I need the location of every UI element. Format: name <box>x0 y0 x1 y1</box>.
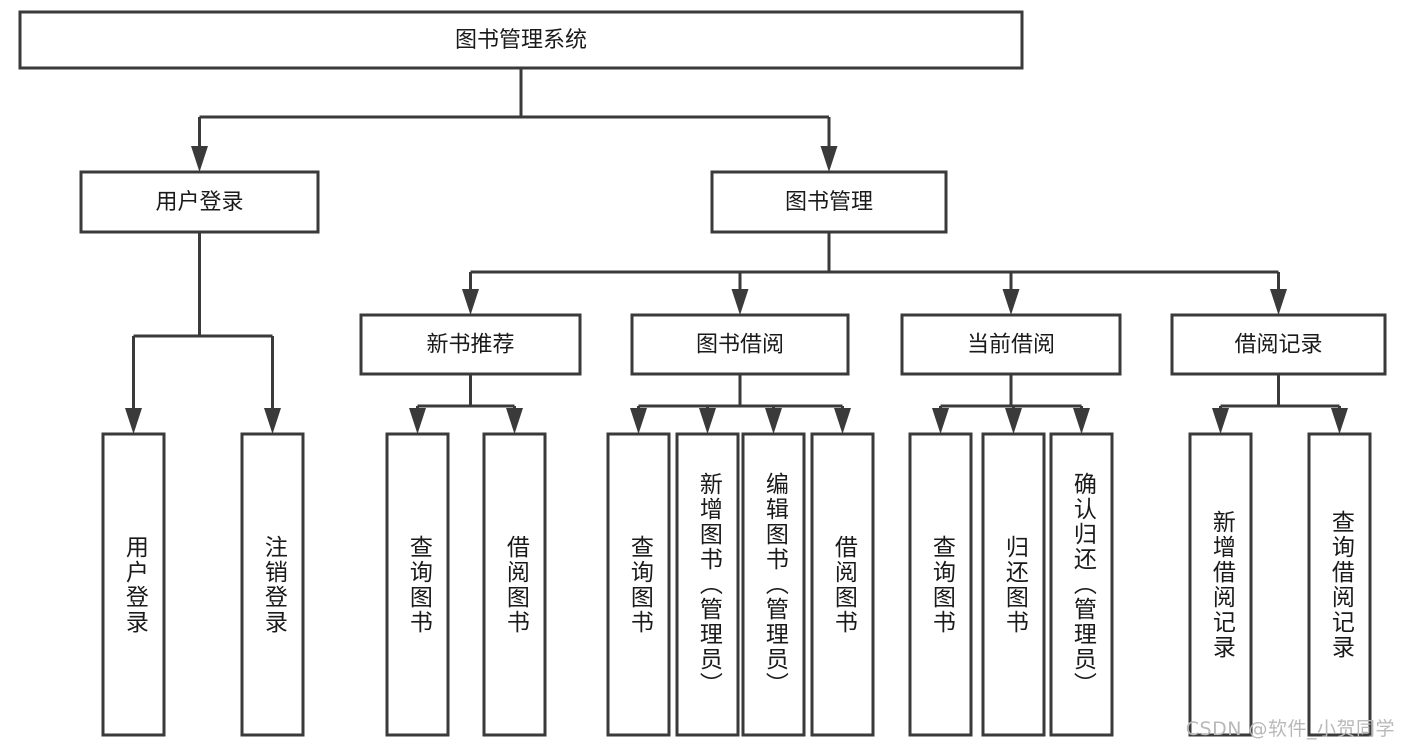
node-label-current-borrow: 当前借阅 <box>967 333 1055 358</box>
node-box-current-borrow[interactable] <box>900 313 1122 376</box>
watermark-text: CSDN @软件_小贺同学 <box>1185 718 1395 740</box>
connector-userlogin-to-leaves <box>125 232 281 434</box>
node-box-leaf-borrow-book-2[interactable] <box>810 432 875 737</box>
node-box-user-login[interactable] <box>79 170 320 234</box>
node-box-leaf-return-book[interactable] <box>981 432 1046 737</box>
connector-bookmanage-to-level3 <box>462 232 1287 315</box>
node-box-leaf-query-book-2[interactable] <box>606 432 671 737</box>
node-box-leaf-add-book[interactable] <box>675 432 740 737</box>
node-box-new-book-recommend[interactable] <box>359 313 582 376</box>
node-label-root: 图书管理系统 <box>455 28 587 53</box>
node-box-leaf-query-record[interactable] <box>1307 432 1372 737</box>
node-box-root[interactable] <box>18 10 1024 70</box>
node-box-leaf-add-record[interactable] <box>1188 432 1253 737</box>
node-box-leaf-confirm-return[interactable] <box>1049 432 1114 737</box>
node-label-new-book-recommend: 新书推荐 <box>426 333 514 358</box>
node-box-leaf-user-login[interactable] <box>101 432 166 737</box>
node-label-book-manage: 图书管理 <box>785 190 873 215</box>
node-box-book-borrow[interactable] <box>630 313 850 376</box>
node-box-leaf-edit-book[interactable] <box>741 432 806 737</box>
node-label-book-borrow: 图书借阅 <box>696 333 784 358</box>
connector-recommend-to-leaves <box>409 374 523 434</box>
connector-root-to-level2 <box>191 68 838 172</box>
connector-record-to-leaves <box>1212 374 1348 434</box>
connector-layer <box>125 68 1348 434</box>
connector-borrow-to-leaves <box>630 374 851 434</box>
node-box-leaf-query-book-3[interactable] <box>908 432 973 737</box>
node-label-borrow-record: 借阅记录 <box>1234 333 1322 358</box>
node-label-user-login: 用户登录 <box>155 190 243 215</box>
node-box-layer <box>18 10 1387 737</box>
node-box-leaf-borrow-book-1[interactable] <box>482 432 547 737</box>
connector-current-to-leaves <box>932 374 1090 434</box>
node-box-borrow-record[interactable] <box>1170 313 1387 376</box>
node-box-leaf-logout[interactable] <box>240 432 305 737</box>
node-box-leaf-query-book-1[interactable] <box>385 432 450 737</box>
node-box-book-manage[interactable] <box>710 170 948 234</box>
